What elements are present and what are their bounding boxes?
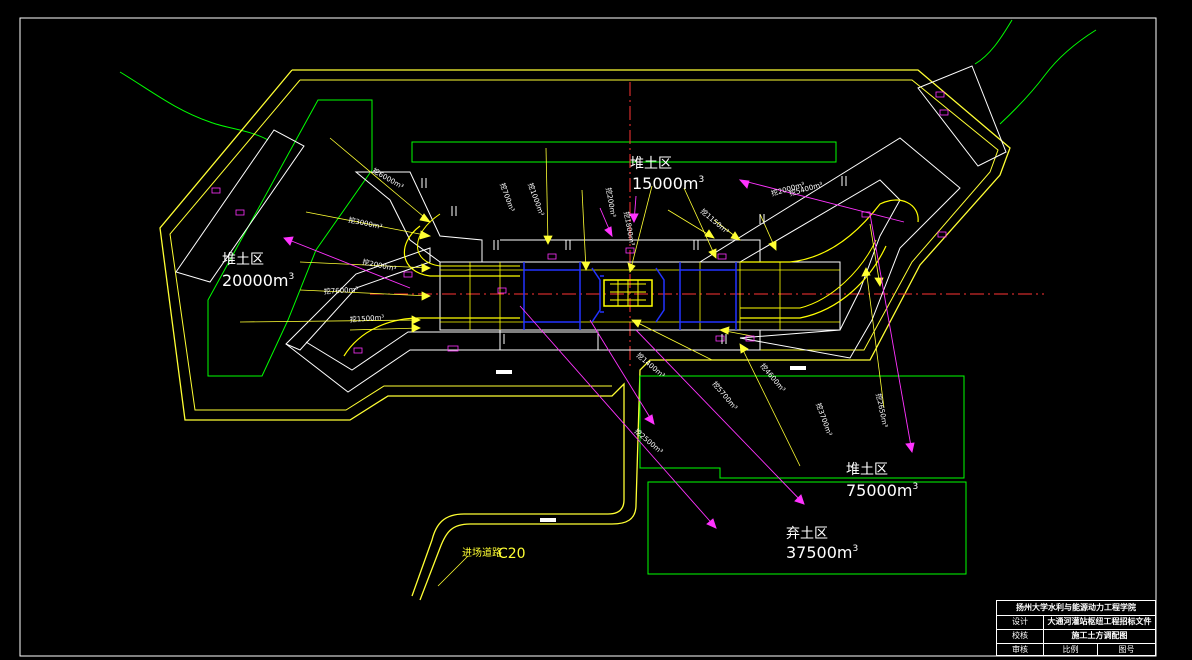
- north-pile-zone: [411, 141, 837, 163]
- yellow-arrows: [239, 137, 885, 467]
- channel-west-lower: [343, 317, 520, 357]
- title-block-role-review: 审核: [1012, 645, 1028, 654]
- channel-east-lower: [740, 245, 887, 319]
- site-boundary-inner-east: [300, 79, 999, 351]
- north-pile-volume: 15000m3: [632, 174, 704, 193]
- access-road-code: C20: [498, 546, 526, 562]
- gate-blue-left: [523, 262, 604, 330]
- access-road-leader: [437, 555, 469, 587]
- arrow-note-17: 挖2650m³: [874, 393, 890, 429]
- title-block-school: 扬州大学水利与能源动力工程学院: [1016, 603, 1136, 612]
- magenta-arrows: [283, 179, 915, 529]
- southeast-pile-volume: 75000m3: [846, 481, 918, 500]
- title-block: 扬州大学水利与能源动力工程学院 设计 大通河灌站枢纽工程招标文件 校核 施工土方…: [996, 600, 1156, 656]
- arrow-note-12: 挖5400m³: [788, 180, 824, 198]
- pump-house-detail: [610, 280, 646, 306]
- west-pile-volume: 20000m3: [222, 271, 294, 290]
- structure-east-wing: [698, 137, 961, 359]
- title-block-project: 大通河灌站枢纽工程招标文件: [1047, 617, 1152, 626]
- road-mark-3: [540, 518, 556, 522]
- arrow-note-4: 挖7600m³: [324, 285, 359, 296]
- road-mark-1: [496, 370, 512, 374]
- arrow-note-6: 挖700m³: [498, 182, 517, 213]
- terrain-contour-right-1: [974, 19, 1013, 65]
- element-tags: [211, 91, 949, 354]
- spoil-area-label: 弃土区: [786, 526, 828, 542]
- arrow-note-5: 挖1500m³: [350, 313, 385, 324]
- channel-east-upper: [740, 199, 919, 263]
- site-boundary-inner-west: [169, 79, 612, 411]
- north-pile-label: 堆土区: [630, 156, 672, 172]
- southeast-pile-zone: [639, 375, 965, 479]
- title-block-scale-label: 比例: [1062, 645, 1079, 654]
- title-block-drawing-no: 图号: [1118, 645, 1135, 654]
- west-pile-label: 堆土区: [222, 252, 264, 268]
- structure-hatches: [421, 176, 847, 344]
- west-pile-zone: [207, 99, 373, 377]
- drawing-frame: [19, 17, 1157, 657]
- arrow-notes: 挖6000m³ 挖3000m³ 挖2000m³ 挖7600m³ 挖1500m³ …: [324, 166, 891, 456]
- terrain-contour-left: [119, 71, 269, 141]
- arrow-note-7: 挖1000m³: [526, 182, 546, 218]
- title-block-drawing-title: 施工土方调配图: [1071, 631, 1128, 640]
- arrow-note-14: 挖5700m³: [710, 380, 739, 412]
- title-block-role-check: 校核: [1012, 631, 1028, 640]
- southeast-pile-label: 堆土区: [846, 462, 888, 478]
- terrain-contour-right-2: [999, 29, 1097, 125]
- structure-west-dike: [285, 247, 431, 351]
- structure-west-wing: [175, 129, 305, 283]
- access-road-label: 进场道路: [462, 546, 502, 559]
- arrow-note-15: 挖4600m³: [758, 362, 787, 394]
- arrow-note-8: 挖200m³: [604, 187, 618, 218]
- channel-east-lower-2: [740, 239, 877, 309]
- road-mark-2: [790, 366, 806, 370]
- structure-main-upper: [354, 171, 483, 263]
- site-boundary-west: [159, 69, 625, 597]
- spoil-area-volume: 37500m3: [786, 543, 858, 562]
- site-boundary-outer: [292, 69, 1011, 601]
- arrow-note-2: 挖3000m³: [348, 215, 384, 231]
- gate-blue-right: [655, 262, 737, 330]
- spoil-area-zone: [647, 481, 967, 575]
- arrow-note-16: 挖3700m³: [814, 402, 834, 438]
- title-block-role-design: 设计: [1012, 617, 1028, 626]
- structure-northeast-wing: [917, 65, 1007, 167]
- channel-west-upper-2: [417, 213, 520, 267]
- structure-west-lower: [285, 331, 599, 393]
